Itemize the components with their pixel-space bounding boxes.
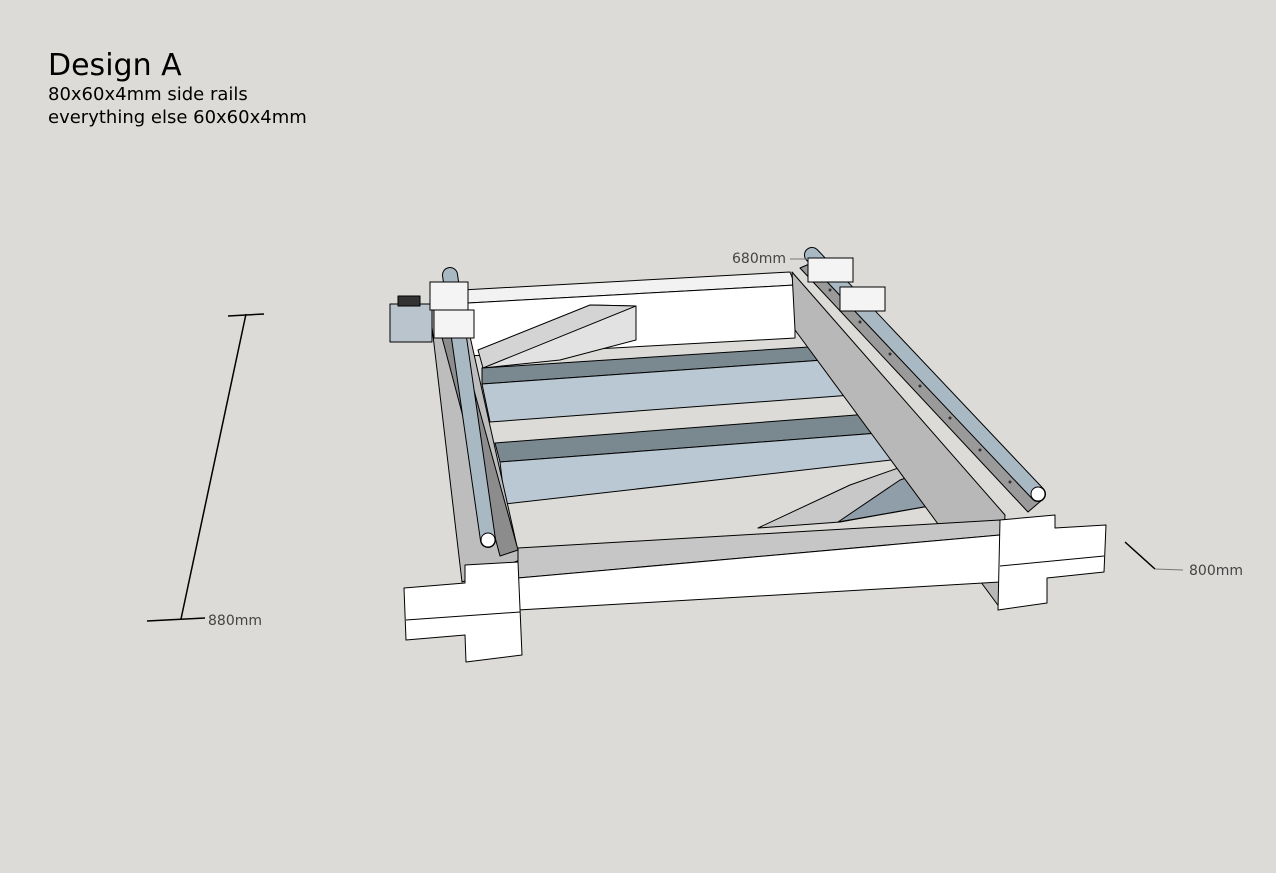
bearing-block <box>807 257 854 283</box>
dimension-label-680: 680mm <box>732 251 786 267</box>
motor-icon <box>389 303 433 343</box>
left-corner-block <box>403 561 523 663</box>
spec-line-1: 80x60x4mm side rails <box>48 84 248 105</box>
right-corner-block <box>997 514 1107 611</box>
bearing-block <box>429 281 469 311</box>
spec-line-2: everything else 60x60x4mm <box>48 107 307 128</box>
design-title: Design A <box>48 48 182 83</box>
dim-line-800 <box>1124 541 1156 570</box>
dimension-label-800: 800mm <box>1189 563 1243 579</box>
back-diagonal-brace <box>477 304 637 369</box>
bearing-block <box>433 309 475 339</box>
dimension-label-880: 880mm <box>208 613 262 629</box>
dim-line-880 <box>180 313 247 620</box>
bearing-block <box>839 286 886 312</box>
